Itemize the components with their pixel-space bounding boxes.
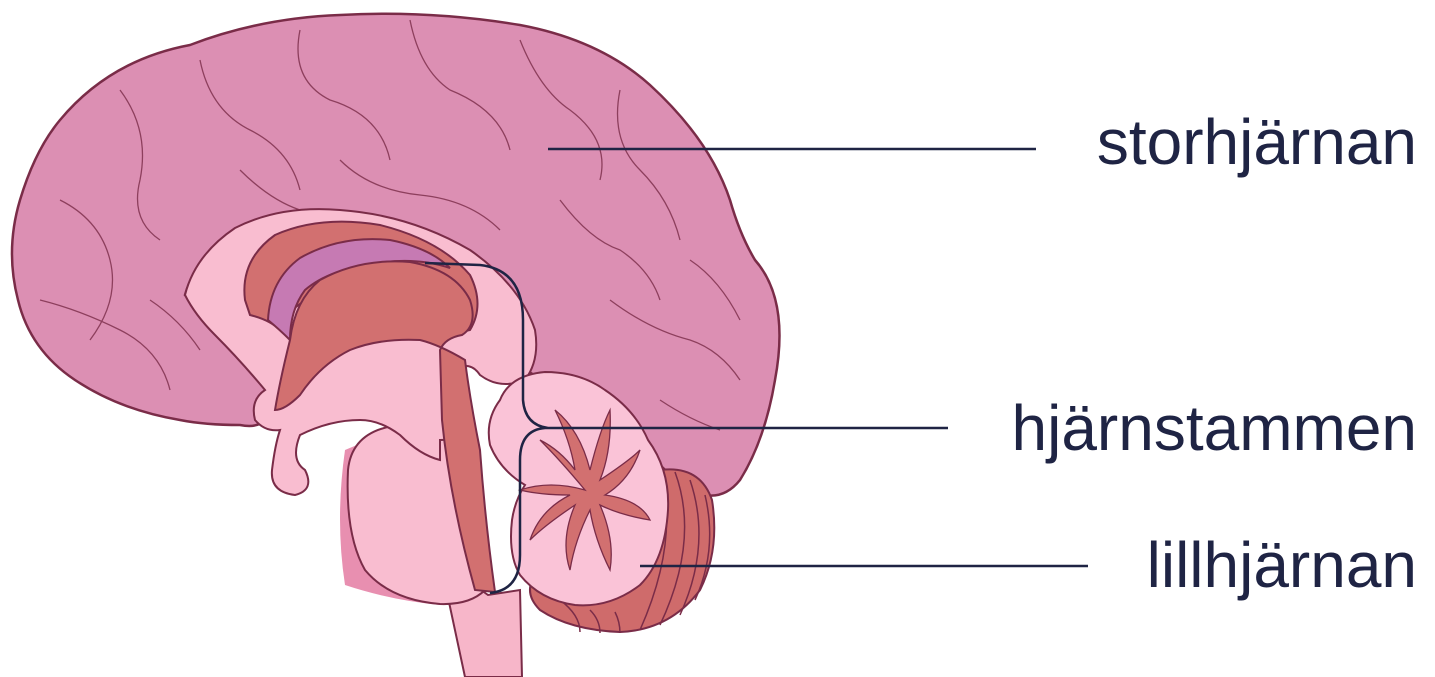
label-cerebrum: storhjärnan <box>1097 110 1417 174</box>
label-brainstem: hjärnstammen <box>1012 396 1418 460</box>
label-cerebellum: lillhjärnan <box>1147 533 1417 597</box>
